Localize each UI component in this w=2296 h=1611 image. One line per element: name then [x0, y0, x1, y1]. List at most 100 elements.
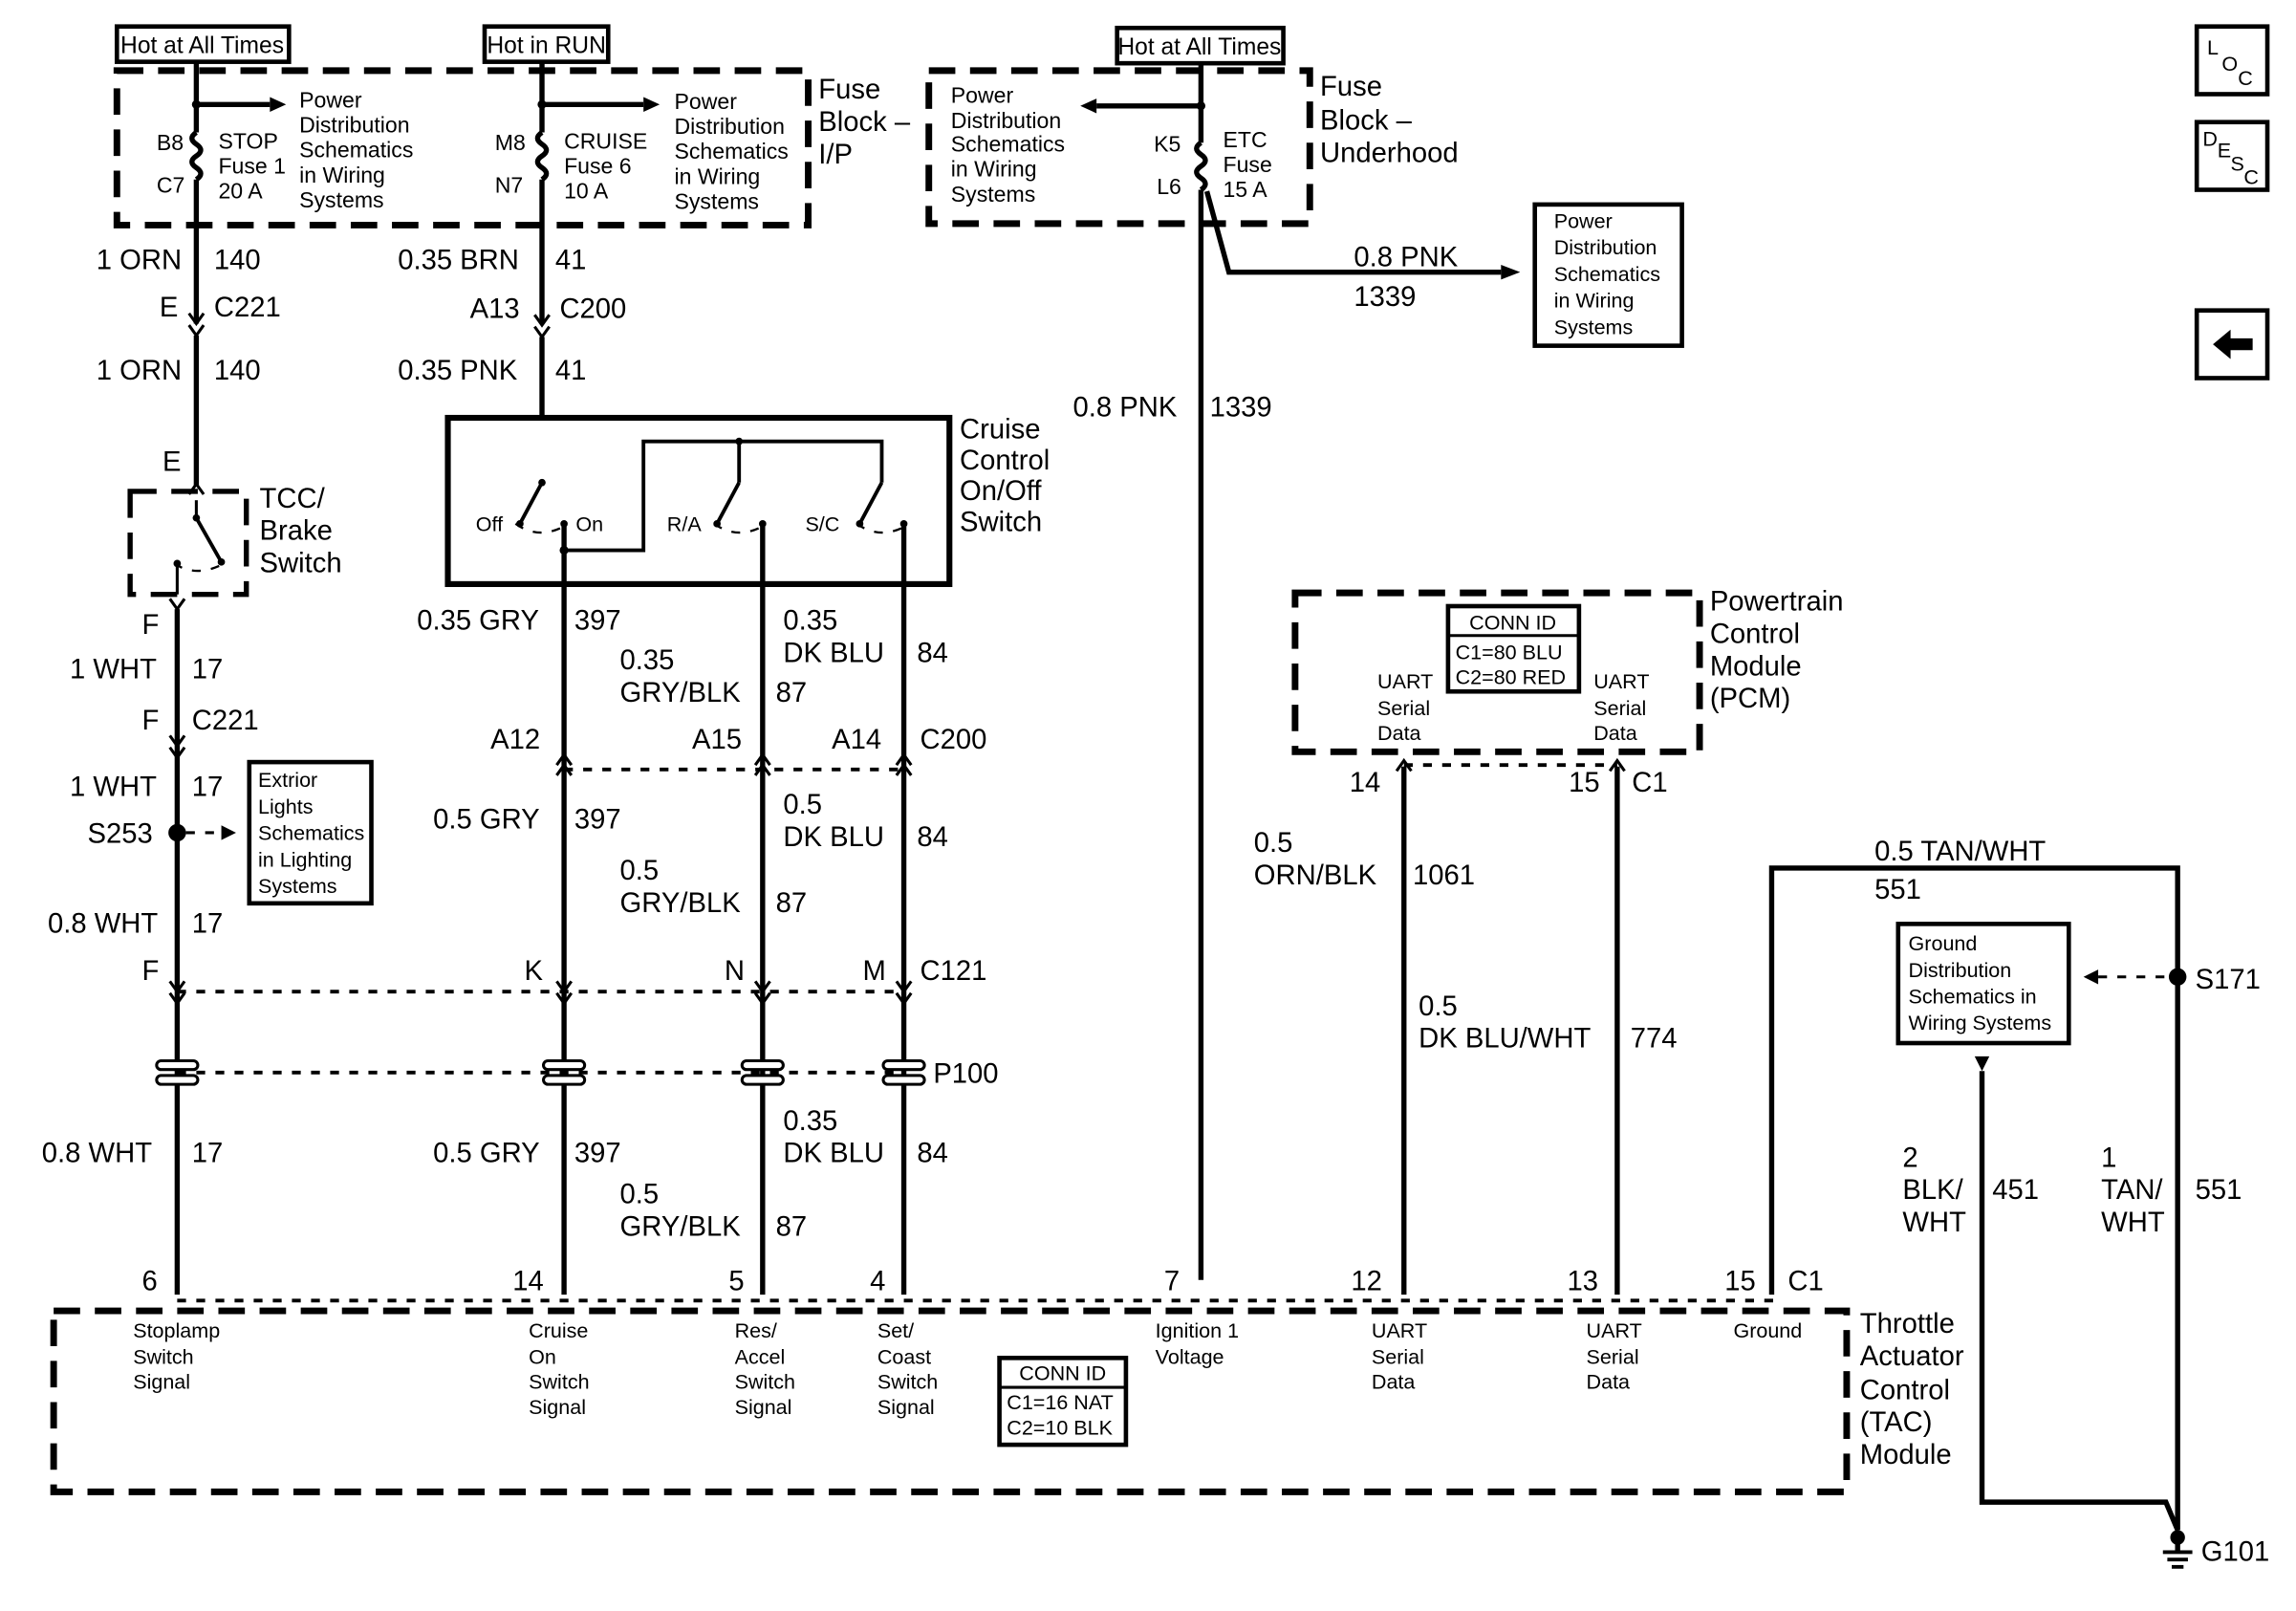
svg-text:Signal: Signal — [133, 1371, 190, 1394]
svg-text:20 A: 20 A — [218, 179, 263, 204]
svg-text:17: 17 — [192, 1139, 224, 1169]
svg-text:5: 5 — [728, 1267, 744, 1297]
svg-text:F: F — [141, 956, 159, 987]
svg-text:1 WHT: 1 WHT — [70, 772, 157, 802]
svg-text:84: 84 — [917, 1139, 948, 1169]
svg-text:Data: Data — [1377, 722, 1421, 745]
back-arrow-icon[interactable] — [2194, 308, 2270, 381]
svg-text:BLK/: BLK/ — [1902, 1175, 1963, 1206]
svg-text:Systems: Systems — [299, 187, 383, 212]
stop-lamp-circuit: 1 ORN 140 E C221 1 ORN 140 E TCC/ Brake … — [42, 246, 374, 1297]
svg-text:Power: Power — [299, 87, 362, 112]
svg-text:551: 551 — [2196, 1175, 2242, 1206]
svg-text:K5: K5 — [1154, 131, 1180, 156]
svg-text:K: K — [525, 956, 544, 987]
svg-text:Switch: Switch — [877, 1371, 938, 1394]
svg-text:F: F — [141, 610, 159, 641]
svg-text:On/Off: On/Off — [960, 476, 1042, 507]
svg-text:(TAC): (TAC) — [1860, 1407, 1933, 1438]
splice-s171-dot — [2168, 968, 2187, 987]
svg-text:Power: Power — [1554, 210, 1613, 233]
svg-text:Set/: Set/ — [877, 1319, 914, 1342]
arrow-right-icon — [270, 97, 287, 112]
svg-text:17: 17 — [192, 654, 224, 685]
svg-text:0.5 TAN/WHT: 0.5 TAN/WHT — [1874, 837, 2046, 867]
svg-text:DK BLU: DK BLU — [783, 638, 884, 668]
svg-text:C221: C221 — [214, 293, 281, 323]
p100-connector — [155, 1058, 926, 1086]
svg-text:17: 17 — [192, 909, 224, 940]
svg-text:Systems: Systems — [1554, 316, 1634, 338]
svg-text:in Wiring: in Wiring — [675, 163, 761, 188]
svg-text:C200: C200 — [559, 294, 626, 324]
svg-text:CRUISE: CRUISE — [564, 128, 647, 153]
svg-text:Data: Data — [1593, 722, 1637, 745]
svg-text:0.5 GRY: 0.5 GRY — [433, 804, 540, 835]
svg-text:Fuse 1: Fuse 1 — [218, 154, 286, 179]
svg-text:0.8 WHT: 0.8 WHT — [48, 909, 158, 940]
svg-text:Signal: Signal — [877, 1396, 935, 1419]
svg-text:L: L — [2207, 36, 2219, 59]
svg-text:0.8 WHT: 0.8 WHT — [42, 1139, 152, 1169]
pcm-module: Powertrain Control Module (PCM) CONN ID … — [1291, 587, 1843, 755]
svg-text:0.35: 0.35 — [783, 1106, 837, 1137]
svg-text:Wiring Systems: Wiring Systems — [1909, 1012, 2052, 1034]
svg-text:S253: S253 — [88, 819, 153, 850]
svg-text:A15: A15 — [692, 725, 742, 755]
svg-text:84: 84 — [917, 638, 948, 668]
svg-text:GRY/BLK: GRY/BLK — [620, 888, 742, 919]
svg-text:87: 87 — [776, 678, 808, 708]
svg-text:F: F — [141, 706, 159, 736]
svg-text:Extrior: Extrior — [258, 769, 317, 792]
svg-text:Hot in RUN: Hot in RUN — [487, 33, 605, 58]
svg-text:Off: Off — [476, 513, 504, 536]
svg-text:CONN ID: CONN ID — [1469, 612, 1556, 635]
svg-text:On: On — [529, 1345, 556, 1368]
svg-text:E: E — [2218, 140, 2231, 163]
fuse-block-ip: Fuse Block – I/P B8 C7 STOP Fuse 1 20 A … — [113, 61, 911, 324]
svg-text:S/C: S/C — [805, 513, 839, 536]
svg-text:A13: A13 — [470, 294, 520, 324]
svg-text:P100: P100 — [933, 1059, 998, 1090]
svg-text:Cruise: Cruise — [960, 415, 1040, 446]
loc-icon[interactable]: L O C — [2194, 24, 2270, 97]
svg-text:2: 2 — [1902, 1143, 1917, 1173]
svg-text:15: 15 — [1724, 1267, 1756, 1297]
svg-text:DK BLU: DK BLU — [783, 822, 884, 853]
svg-text:Serial: Serial — [1372, 1345, 1424, 1368]
svg-text:Switch: Switch — [735, 1371, 795, 1394]
desc-icon[interactable]: D E S C — [2194, 120, 2270, 192]
svg-text:14: 14 — [512, 1267, 544, 1297]
svg-text:4: 4 — [870, 1267, 885, 1297]
svg-text:397: 397 — [574, 804, 621, 835]
svg-text:Accel: Accel — [735, 1345, 786, 1368]
svg-text:in Wiring: in Wiring — [951, 157, 1037, 182]
svg-text:Distribution: Distribution — [951, 108, 1061, 133]
svg-text:Switch: Switch — [260, 549, 342, 579]
svg-text:C200: C200 — [920, 725, 986, 755]
svg-text:1: 1 — [2101, 1143, 2116, 1173]
svg-text:Coast: Coast — [877, 1345, 931, 1368]
svg-text:Actuator: Actuator — [1860, 1341, 1964, 1372]
svg-text:UART: UART — [1587, 1319, 1642, 1342]
svg-text:Switch: Switch — [529, 1371, 589, 1394]
svg-text:0.35: 0.35 — [620, 645, 675, 676]
svg-text:TAN/: TAN/ — [2101, 1175, 2163, 1206]
svg-text:1061: 1061 — [1413, 860, 1475, 891]
svg-text:Systems: Systems — [951, 182, 1035, 207]
svg-text:451: 451 — [1992, 1175, 2039, 1206]
svg-text:in Wiring: in Wiring — [299, 163, 385, 187]
svg-text:S171: S171 — [2196, 965, 2261, 995]
tac-module: Throttle Actuator Control (TAC) Module S… — [50, 1298, 1964, 1495]
pds-reference-box: Power Distribution Schematics in Wiring … — [1532, 202, 1684, 348]
svg-text:S: S — [2231, 153, 2244, 176]
svg-text:Hot at All Times: Hot at All Times — [120, 33, 284, 58]
svg-text:0.35 GRY: 0.35 GRY — [417, 606, 539, 637]
svg-text:L6: L6 — [1157, 174, 1181, 199]
svg-text:Signal: Signal — [529, 1396, 586, 1419]
svg-text:Distribution: Distribution — [675, 114, 785, 139]
wire-label-0.8pnk: 0.8 PNK — [1073, 392, 1178, 423]
svg-text:DK BLU: DK BLU — [783, 1139, 884, 1169]
svg-text:ORN/BLK: ORN/BLK — [1254, 860, 1377, 891]
